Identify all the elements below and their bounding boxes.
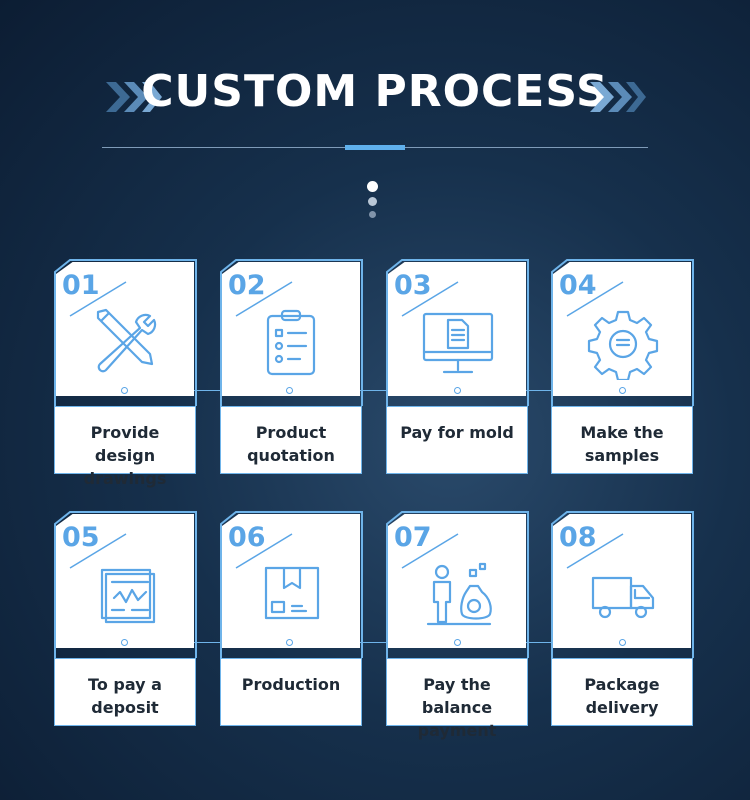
step-card: 07 Pay the balance payment	[384, 508, 530, 740]
timeline-connector	[124, 390, 624, 391]
timeline-node	[454, 639, 461, 646]
chevrons-right-icon	[106, 82, 162, 112]
step-number: 08	[559, 522, 597, 553]
dot-indicator	[368, 197, 377, 206]
step-number: 05	[62, 522, 100, 553]
step-label: Pay the balance payment	[417, 675, 497, 740]
page-title: CUSTOM PROCESS	[141, 66, 609, 117]
timeline-node	[286, 639, 293, 646]
timeline-node	[619, 639, 626, 646]
number-slash	[69, 281, 127, 317]
step-number: 02	[228, 270, 266, 301]
timeline-node	[619, 387, 626, 394]
number-slash	[235, 281, 293, 317]
dot-indicator	[369, 211, 376, 218]
header: CUSTOM PROCESS	[0, 62, 750, 132]
dot-indicator	[367, 181, 378, 192]
step-number: 03	[394, 270, 432, 301]
step-card: 06 Production	[218, 508, 364, 728]
wrench-pencil-icon	[96, 308, 157, 373]
truck-icon	[591, 576, 655, 619]
gear-icon	[587, 310, 659, 380]
step-number: 04	[559, 270, 597, 301]
timeline-node	[121, 387, 128, 394]
monitor-document-icon	[422, 312, 494, 374]
divider-accent	[345, 145, 405, 150]
number-slash	[69, 533, 127, 569]
person-moneybag-icon	[426, 562, 492, 626]
number-slash	[566, 533, 624, 569]
step-number: 07	[394, 522, 432, 553]
step-number: 01	[62, 270, 100, 301]
step-label: Make the samples	[580, 423, 664, 465]
step-label: Package delivery	[584, 675, 660, 717]
number-slash	[235, 533, 293, 569]
box-icon	[264, 566, 320, 620]
timeline-node	[286, 387, 293, 394]
timeline-node	[454, 387, 461, 394]
step-card: 05 To pay a deposit	[52, 508, 198, 728]
step-number: 06	[228, 522, 266, 553]
timeline-connector	[124, 642, 624, 643]
step-card: 04 Make the samples	[549, 256, 695, 476]
step-card: 03 Pay for mold	[384, 256, 530, 476]
step-label: Pay for mold	[400, 423, 514, 442]
number-slash	[401, 281, 459, 317]
timeline-node	[121, 639, 128, 646]
step-card: 01 Provide design drawings	[52, 256, 198, 488]
number-slash	[401, 533, 459, 569]
step-card: 08 Package delivery	[549, 508, 695, 728]
step-label: Provide design drawings	[83, 423, 167, 488]
number-slash	[566, 281, 624, 317]
step-label: Product quotation	[247, 423, 335, 465]
invoice-icon	[100, 568, 156, 624]
step-card: 02 Product quotation	[218, 256, 364, 476]
chevrons-right-icon	[590, 82, 646, 112]
step-label: To pay a deposit	[88, 675, 162, 717]
clipboard-checklist-icon	[266, 309, 316, 376]
step-label: Production	[241, 675, 341, 694]
